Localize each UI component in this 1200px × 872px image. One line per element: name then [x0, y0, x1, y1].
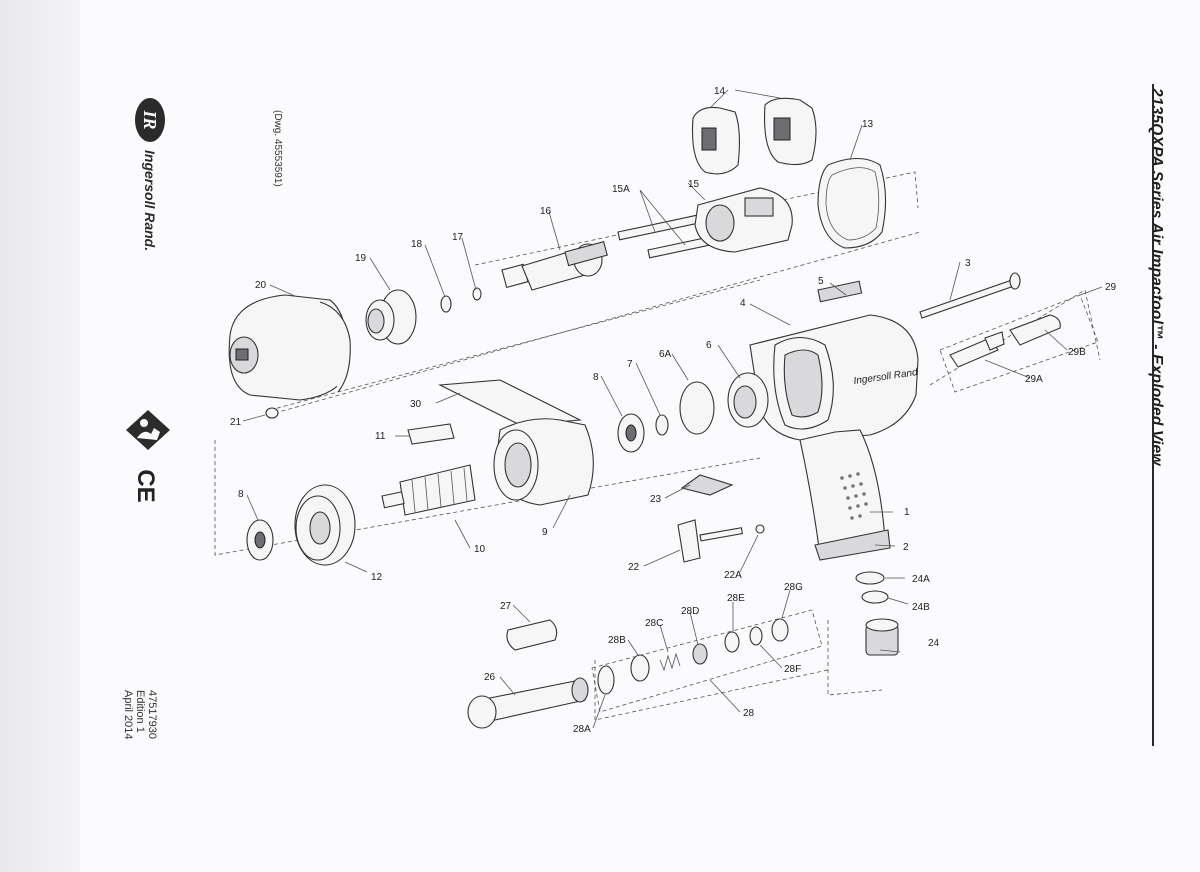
- part-28C-spring: [659, 652, 681, 672]
- callout-12: 12: [371, 572, 383, 583]
- axis-line-handle: [827, 620, 883, 696]
- axis-line-upper: [269, 279, 761, 411]
- part-8-front-bearing: [246, 519, 274, 561]
- callout-28G: 28G: [784, 582, 803, 593]
- callout-18: 18: [411, 239, 423, 250]
- callout-28D: 28D: [681, 606, 699, 617]
- callout-24A: 24A: [912, 574, 930, 585]
- part-30-shield: [437, 379, 583, 426]
- callout-21: 21: [230, 417, 242, 428]
- part-28E-bushing: [724, 631, 740, 653]
- part-28B-seal: [630, 654, 650, 682]
- group-box-28: [591, 609, 823, 713]
- callout-22A: 22A: [724, 570, 742, 581]
- callout-13: 13: [862, 119, 874, 130]
- part-24-inlet-bushing: [865, 618, 899, 656]
- leader-lines: [242, 89, 1103, 729]
- part-8-rear-bearing: [617, 413, 645, 453]
- callout-15: 15: [688, 179, 700, 190]
- callout-28A: 28A: [573, 724, 591, 735]
- callout-11: 11: [375, 431, 386, 442]
- callout-27: 27: [500, 601, 512, 612]
- part-21-bushing: [265, 407, 279, 419]
- callout-8-rear: 8: [593, 372, 599, 383]
- part-28G-ring: [771, 618, 789, 642]
- callout-6: 6: [706, 340, 712, 351]
- part-26-reverse-valve: [467, 677, 589, 729]
- part-24B-seal: [861, 590, 889, 604]
- part-27-regulator: [506, 619, 558, 651]
- part-12-front-end-plate: [294, 484, 356, 566]
- callout-20: 20: [255, 280, 267, 291]
- callout-15A: 15A: [612, 184, 630, 195]
- callout-14: 14: [714, 86, 726, 97]
- ce-mark-text: CE: [132, 469, 159, 502]
- callout-29: 29: [1105, 282, 1117, 293]
- callout-28E: 28E: [727, 593, 745, 604]
- part-4-housing: Ingersoll Rand: [749, 314, 919, 561]
- callout-8-front: 8: [238, 489, 244, 500]
- part-28D-ball: [692, 643, 708, 665]
- part-7-retaining-ring: [655, 414, 669, 436]
- part-13-gasket: [817, 157, 887, 249]
- part-28F-ring: [749, 626, 763, 646]
- ce-mark-icon: CE: [128, 466, 168, 511]
- callout-7: 7: [627, 359, 633, 370]
- callout-28B: 28B: [608, 635, 626, 646]
- part-29A-reverse-lever: [949, 331, 1005, 368]
- callout-24B: 24B: [912, 602, 930, 613]
- part-16-anvil: [501, 240, 608, 291]
- callout-22: 22: [628, 562, 640, 573]
- part-3-cap-screw: [919, 272, 1021, 319]
- callout-28: 28: [743, 708, 755, 719]
- part-23-spring: [680, 474, 734, 496]
- callout-30: 30: [410, 399, 422, 410]
- part-18-retaining-ring: [440, 295, 452, 313]
- part-24A-seal: [855, 571, 885, 585]
- part-10-rotor: [381, 464, 476, 516]
- callout-23: 23: [650, 494, 662, 505]
- callout-29B: 29B: [1068, 347, 1086, 358]
- callout-3: 3: [965, 258, 971, 269]
- callout-5: 5: [818, 276, 824, 287]
- callout-26: 26: [484, 672, 496, 683]
- callout-1: 1: [904, 507, 910, 518]
- callout-17: 17: [452, 232, 464, 243]
- callout-2: 2: [903, 542, 909, 553]
- callout-6A: 6A: [659, 349, 672, 360]
- scan-margin: [0, 0, 80, 872]
- part-15-hammer-frame: [694, 187, 793, 253]
- title-rule: [1152, 84, 1154, 746]
- callout-4: 4: [740, 298, 746, 309]
- callout-16: 16: [540, 206, 552, 217]
- axis-line-regulator: [594, 660, 829, 721]
- part-20-hammer-case: [228, 294, 351, 401]
- read-manual-icon: [124, 408, 172, 457]
- callout-labels: 1 2 3 4 5 6 6A 7 8 8 9 10 11 12 13 14 15…: [230, 86, 1117, 735]
- callout-29A: 29A: [1025, 374, 1043, 385]
- callout-28C: 28C: [645, 618, 663, 629]
- callout-9: 9: [542, 527, 548, 538]
- callout-19: 19: [355, 253, 367, 264]
- group-box-29: [939, 294, 1099, 393]
- part-29B-reverse-button: [1009, 314, 1061, 346]
- callout-10: 10: [474, 544, 486, 555]
- ir-logo-icon: IR: [130, 92, 170, 153]
- part-22-trigger: [677, 519, 744, 563]
- part-19-ring: [365, 289, 417, 345]
- axis-line-front: [267, 231, 921, 416]
- part-5-label: [817, 280, 863, 303]
- part-17-o-ring: [472, 287, 482, 301]
- part-14-hammers: [691, 97, 817, 175]
- part-11-vanes: [407, 423, 455, 445]
- ir-logo-letters: IR: [140, 109, 160, 129]
- callout-24: 24: [928, 638, 940, 649]
- callout-28F: 28F: [784, 664, 801, 675]
- part-9-cylinder: [493, 418, 594, 506]
- part-6-end-plate: [727, 372, 769, 428]
- part-28A-seal: [597, 665, 615, 695]
- part-6A-o-ring: [679, 381, 715, 435]
- part-22A-o-ring: [755, 524, 765, 534]
